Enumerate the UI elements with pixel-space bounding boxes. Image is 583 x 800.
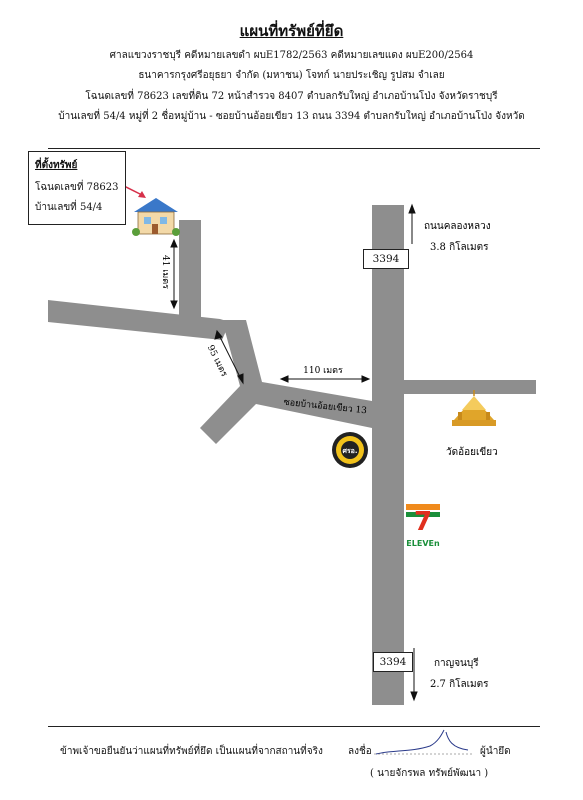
- distance-110m: 110 เมตร: [303, 366, 343, 376]
- header-parties-line: ธนาคารกรุงศรีอยุธยา จำกัด (มหาชน) โจทก์ …: [138, 70, 445, 81]
- house-lane: [179, 220, 201, 320]
- distance-41m: 41 เมตร: [160, 255, 170, 289]
- callout-deed-number: โฉนดเลขที่ 78623: [35, 182, 119, 193]
- divider-bottom: [48, 726, 540, 727]
- pointer-arrow-icon: [123, 185, 146, 198]
- temple-label: วัดอ้อยเขียว: [446, 446, 498, 458]
- main-road-3394: [372, 205, 404, 705]
- road-network: [48, 205, 536, 705]
- signer-name: ( นายจักรพล ทรัพย์พัฒนา ): [370, 768, 489, 779]
- store-logo-text: ELEVEn: [406, 539, 440, 548]
- confirmation-statement: ข้าพเจ้าขอยืนยันว่าแผนที่ทรัพย์ที่ยึด เป…: [60, 746, 323, 757]
- callout-title: ที่ตั้งทรัพย์: [35, 160, 78, 171]
- west-road: [48, 300, 230, 340]
- north-direction-label: ถนนคลองหลวง: [424, 221, 491, 232]
- callout-house-number: บ้านเลขที่ 54/4: [35, 202, 103, 213]
- south-distance-label: 2.7 กิโลเมตร: [430, 677, 489, 690]
- road-number-top: 3394: [363, 249, 409, 269]
- road-number-bottom: 3394: [373, 652, 413, 672]
- header-court-line: ศาลแขวงราชบุรี คดีหมายเลขดำ ผบE1782/2563…: [109, 50, 474, 61]
- convenience-store-logo: 7 ELEVEn: [406, 504, 440, 548]
- distance-95m: 95 เมตร: [205, 344, 229, 379]
- north-distance-label: 3.8 กิโลเมตร: [430, 240, 489, 253]
- east-road: [404, 380, 536, 394]
- south-direction-label: กาญจนบุรี: [434, 657, 479, 669]
- house-icon: [132, 198, 180, 236]
- dimension-arrows: [170, 203, 418, 702]
- soi-road: [200, 320, 372, 444]
- page-title: แผนที่ทรัพย์ที่ยึด: [239, 22, 344, 40]
- header-deed-line: โฉนดเลขที่ 78623 เลขที่ดิน 72 หน้าสำรวจ …: [85, 91, 498, 102]
- property-location-callout: ที่ตั้งทรัพย์ โฉนดเลขที่ 78623 บ้านเลขที…: [28, 151, 126, 225]
- divider-top: [48, 148, 540, 149]
- seal-icon: ศรอ.: [332, 432, 368, 468]
- header-address-line: บ้านเลขที่ 54/4 หมู่ที่ 2 ชื่อหมู่บ้าน -…: [58, 111, 525, 122]
- signature-label: ลงชื่อ: [348, 746, 372, 757]
- temple-icon: [452, 390, 496, 426]
- signature-mark: [374, 729, 472, 755]
- seal-text: ศรอ.: [342, 447, 357, 455]
- signer-role: ผู้นำยึด: [480, 746, 511, 757]
- store-logo-digit: 7: [414, 507, 432, 537]
